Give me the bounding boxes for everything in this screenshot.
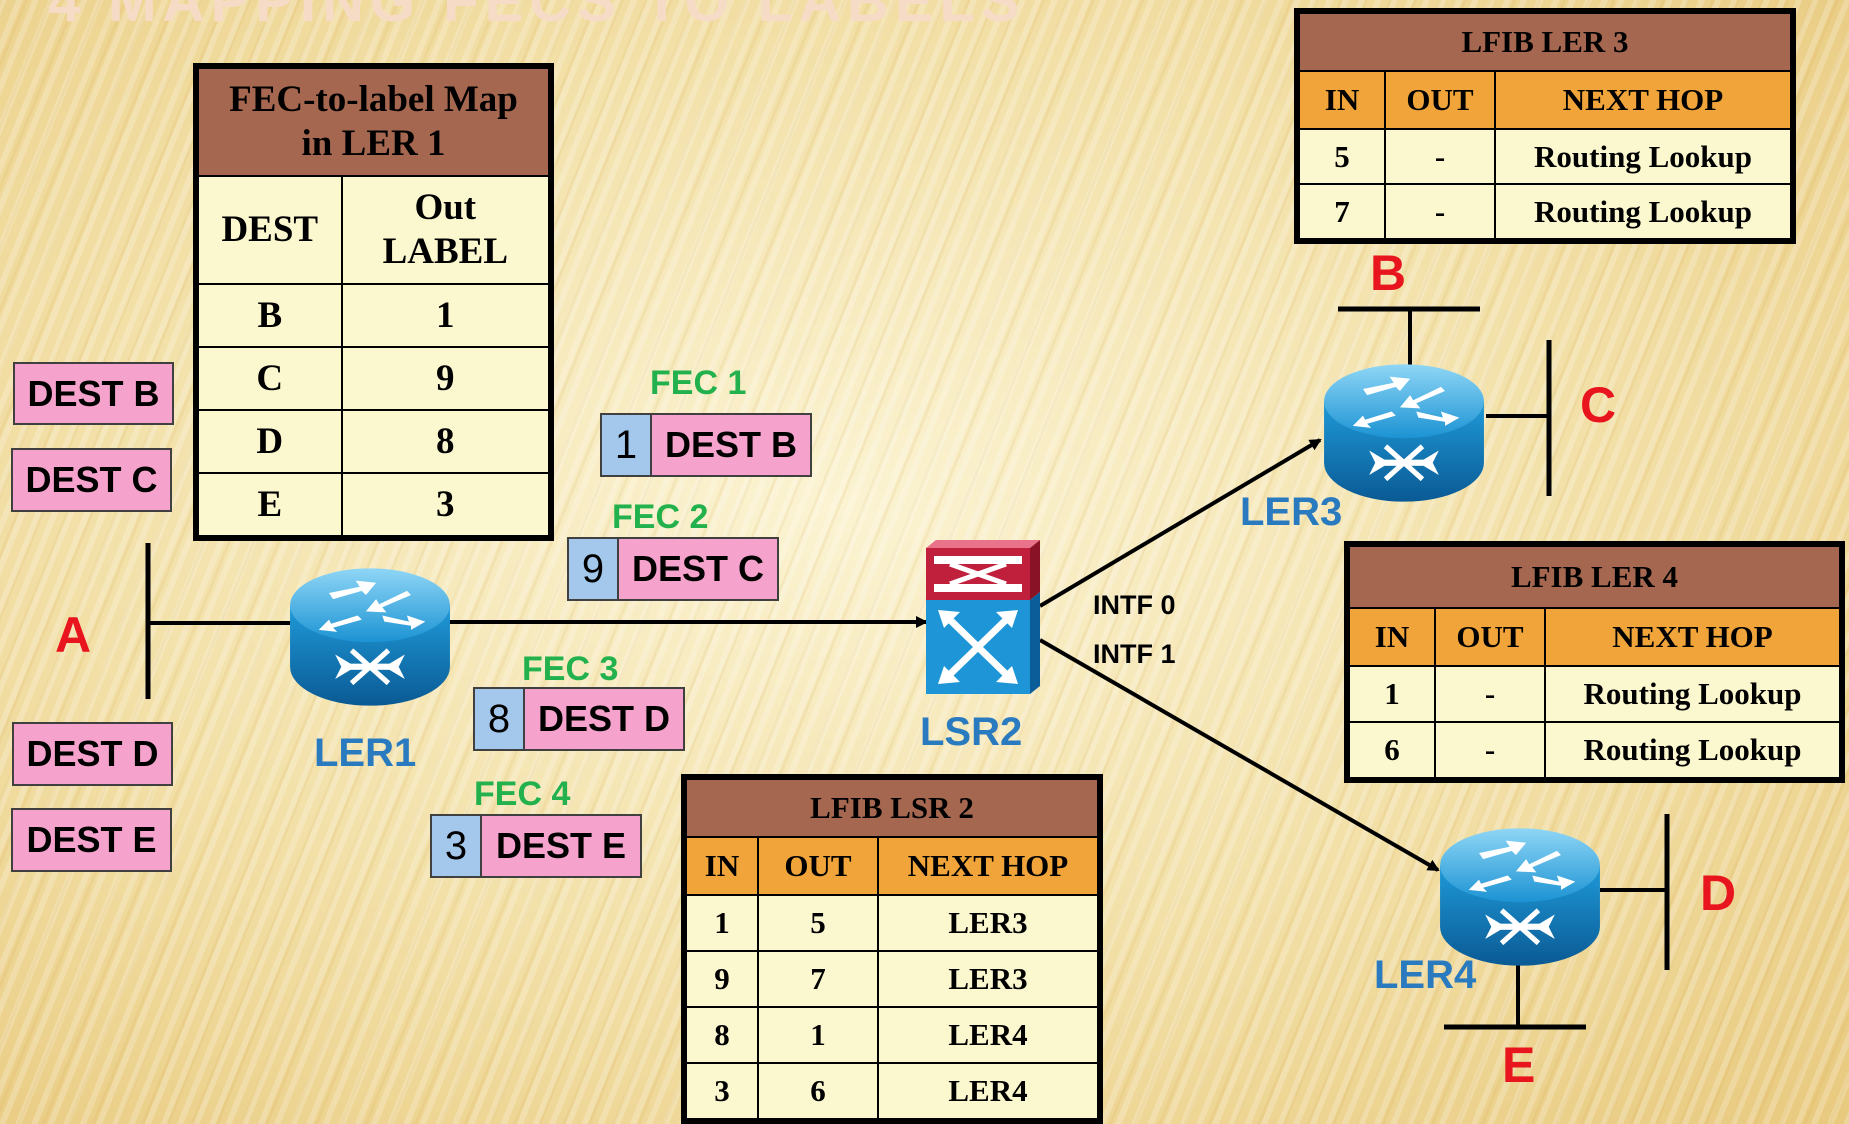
fec-map-title: FEC-to-label Map in LER 1 bbox=[197, 67, 550, 177]
router-icon bbox=[1440, 828, 1600, 965]
lfib-ler3-title: LFIB LER 3 bbox=[1298, 12, 1792, 72]
slide-title: 4 MAPPING FECS TO LABELS bbox=[48, 0, 1026, 34]
lfib-ler3-table: LFIB LER 3 IN OUT NEXT HOP 5-Routing Loo… bbox=[1294, 8, 1796, 244]
dest-d-label: DEST D bbox=[12, 722, 173, 786]
lsr2-label: LSR2 bbox=[920, 710, 1023, 754]
packet-label-value: 1 bbox=[600, 413, 652, 477]
packet-label-value: 9 bbox=[567, 537, 619, 601]
network-b-label: B bbox=[1370, 245, 1407, 301]
network-c-label: C bbox=[1580, 377, 1617, 433]
fec-2-label: FEC 2 bbox=[612, 498, 709, 536]
lfib-lsr2-title: LFIB LSR 2 bbox=[685, 778, 1099, 838]
fec-1-label: FEC 1 bbox=[650, 364, 747, 402]
fec-2-packet: 9 DEST C bbox=[567, 537, 779, 601]
router-icon bbox=[290, 568, 450, 705]
ler1-label: LER1 bbox=[314, 731, 417, 775]
fec-4-label: FEC 4 bbox=[474, 775, 571, 813]
network-e-label: E bbox=[1502, 1037, 1536, 1093]
network-a-label: A bbox=[55, 607, 92, 663]
lfib-ler4-table: LFIB LER 4 IN OUT NEXT HOP 1-Routing Loo… bbox=[1344, 541, 1845, 783]
dest-c-label: DEST C bbox=[11, 448, 172, 512]
packet-dest: DEST B bbox=[652, 413, 812, 477]
fec-to-label-map-table: FEC-to-label Map in LER 1 DEST Out LABEL… bbox=[193, 63, 554, 541]
table-row: 5-Routing Lookup bbox=[1298, 128, 1792, 185]
packet-label-value: 8 bbox=[473, 687, 525, 751]
intf-0-label: INTF 0 bbox=[1093, 590, 1176, 620]
dest-b-label: DEST B bbox=[13, 362, 174, 425]
table-row: 1-Routing Lookup bbox=[1348, 665, 1841, 723]
fec-1-packet: 1 DEST B bbox=[600, 413, 812, 477]
table-row: 6-Routing Lookup bbox=[1348, 721, 1841, 779]
fec-3-packet: 8 DEST D bbox=[473, 687, 685, 751]
dest-e-label: DEST E bbox=[11, 808, 172, 872]
intf-1-label: INTF 1 bbox=[1093, 639, 1176, 669]
table-row: 7-Routing Lookup bbox=[1298, 183, 1792, 240]
packet-dest: DEST E bbox=[482, 814, 642, 878]
packet-dest: DEST D bbox=[525, 687, 685, 751]
fec-map-col-dest: DEST bbox=[197, 175, 343, 285]
packet-label-value: 3 bbox=[430, 814, 482, 878]
packet-dest: DEST C bbox=[619, 537, 779, 601]
link-lsr2-ler4 bbox=[1038, 638, 1440, 872]
lsr-switch-icon bbox=[926, 540, 1040, 694]
network-d-label: D bbox=[1700, 865, 1737, 921]
ler4-label: LER4 bbox=[1374, 953, 1477, 997]
lfib-ler4-title: LFIB LER 4 bbox=[1348, 545, 1841, 609]
router-icon bbox=[1324, 364, 1484, 501]
ler3-label: LER3 bbox=[1240, 490, 1343, 534]
fec-map-col-label: Out LABEL bbox=[340, 175, 551, 285]
link-lsr2-ler3 bbox=[1038, 438, 1322, 608]
fec-4-packet: 3 DEST E bbox=[430, 814, 642, 878]
fec-3-label: FEC 3 bbox=[522, 650, 619, 688]
